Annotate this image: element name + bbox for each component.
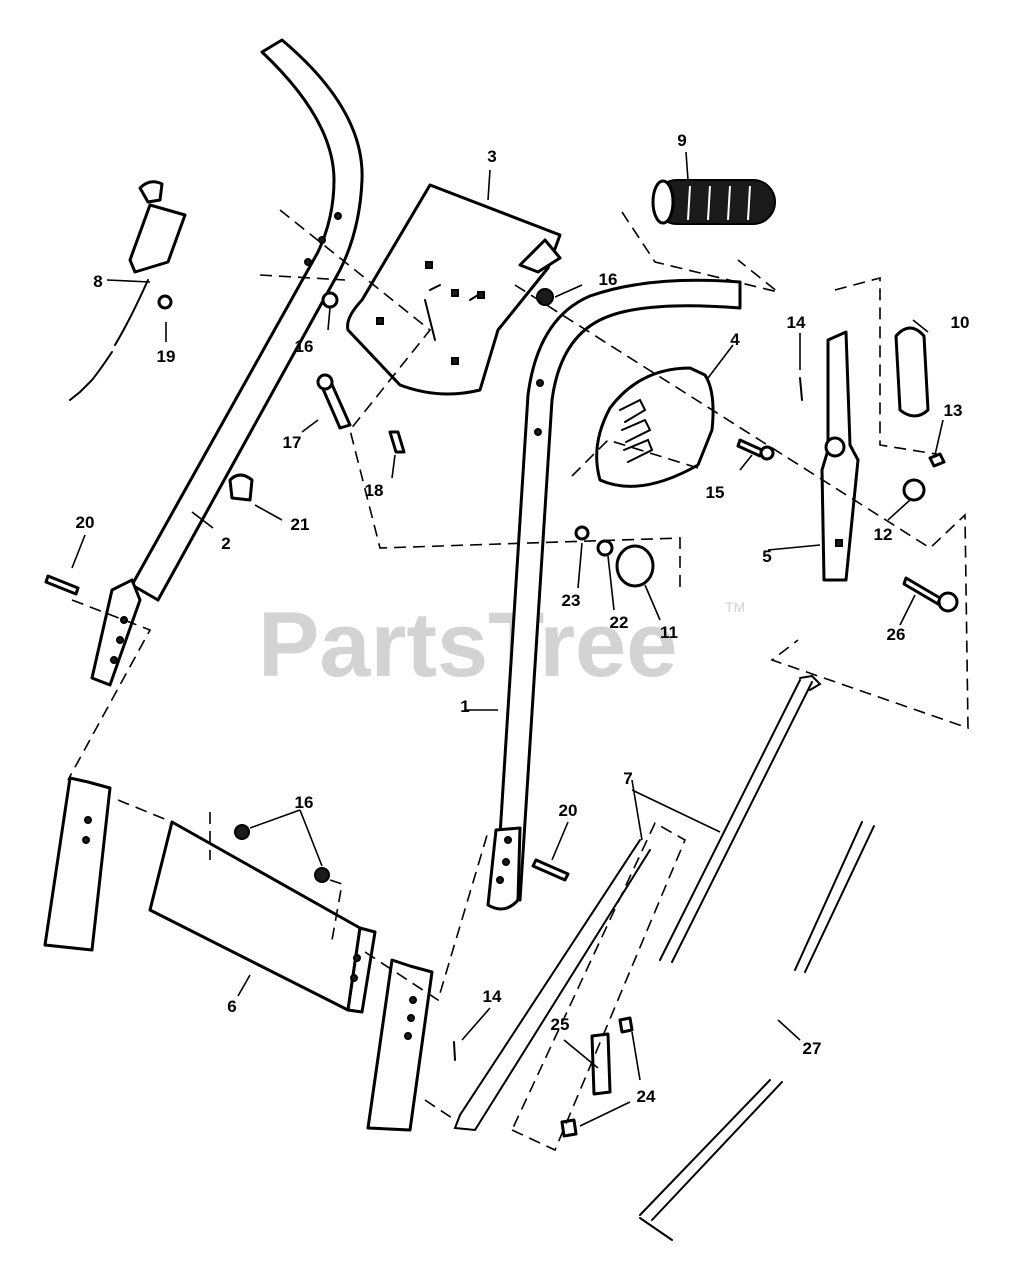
- callout-2: 2: [221, 534, 230, 553]
- callout-16-upper-right: 16: [599, 270, 618, 289]
- callout-14-lower: 14: [483, 987, 502, 1006]
- hardware: [44, 288, 959, 1138]
- callout-3: 3: [487, 147, 496, 166]
- callout-7: 7: [623, 769, 632, 788]
- callout-1: 1: [460, 697, 469, 716]
- callout-17: 17: [283, 433, 302, 452]
- callout-23: 23: [562, 591, 581, 610]
- part-3-panel: [346, 183, 562, 396]
- part-5-lever: [820, 330, 860, 582]
- callout-27: 27: [803, 1039, 822, 1058]
- callout-12: 12: [874, 525, 893, 544]
- callout-5: 5: [762, 547, 771, 566]
- callout-numbers: 3 9 8 19 16 16 4 10 14 13 17 18 15 12 5 …: [76, 131, 970, 1106]
- part-8-throttle-control: [69, 180, 187, 401]
- watermark-text: PartsTree: [258, 594, 677, 696]
- part-1-right-handle: [486, 278, 742, 911]
- callout-16-upper-left: 16: [295, 337, 314, 356]
- callout-6: 6: [227, 997, 236, 1016]
- callout-24: 24: [637, 1087, 656, 1106]
- callout-4: 4: [730, 330, 740, 349]
- callout-15: 15: [706, 483, 725, 502]
- callout-16-lower: 16: [295, 793, 314, 812]
- callout-18: 18: [365, 481, 384, 500]
- leader-lines: [71, 151, 944, 1127]
- callout-13: 13: [944, 401, 963, 420]
- part-4-quadrant: [595, 366, 715, 488]
- dashed-lines: [67, 209, 969, 1152]
- callout-9: 9: [677, 131, 686, 150]
- part-6-box: [148, 820, 377, 1014]
- callout-21: 21: [291, 515, 310, 534]
- callout-20-right: 20: [559, 801, 578, 820]
- callout-22: 22: [610, 613, 629, 632]
- callout-10: 10: [951, 313, 970, 332]
- part-9-grip: [651, 179, 776, 225]
- rods: [453, 674, 875, 1241]
- lower-tubes: [43, 776, 434, 1132]
- part-10-knob: [894, 326, 930, 418]
- callout-8: 8: [93, 272, 102, 291]
- callout-11: 11: [660, 623, 678, 642]
- callout-25: 25: [551, 1015, 570, 1034]
- callout-20-left: 20: [76, 513, 95, 532]
- callout-19: 19: [157, 347, 176, 366]
- callout-14-upper: 14: [787, 313, 806, 332]
- watermark-trademark: TM: [725, 599, 745, 615]
- callout-26: 26: [887, 625, 906, 644]
- part-2-left-handle: [90, 38, 364, 687]
